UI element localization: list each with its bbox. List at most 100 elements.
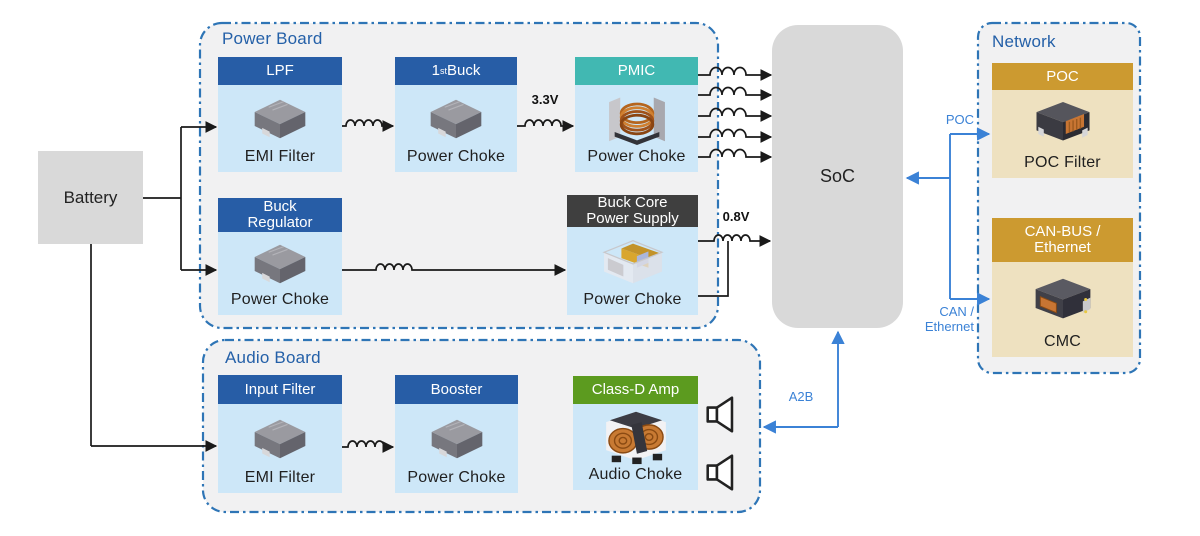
- pmic-header: PMIC: [575, 57, 698, 85]
- pmic-header-label: PMIC: [617, 62, 656, 79]
- audio-choke-image: [600, 409, 672, 465]
- emi-filter-image-wrap: [218, 85, 342, 148]
- can-ethernet-bus-label: CAN / Ethernet: [898, 304, 974, 334]
- first-buck-caption: Power Choke: [406, 148, 506, 165]
- class-d-amp-block: Class-D Amp Audio Choke: [573, 376, 698, 490]
- buck-regulator-header: Buck Regulator: [218, 198, 342, 232]
- can-bus-caption: CMC: [1043, 333, 1082, 350]
- battery-label: Battery: [63, 187, 118, 207]
- buck-regulator-header-line2: Regulator: [247, 214, 313, 231]
- poc-header-label: POC: [1046, 67, 1079, 85]
- first-buck-header-num: 1: [431, 62, 440, 79]
- pmic-caption: Power Choke: [587, 148, 686, 165]
- class-d-amp-header: Class-D Amp: [573, 376, 698, 404]
- wire-pmic-to-soc-2: [698, 86, 773, 101]
- emi-filter-image: [250, 414, 310, 463]
- speaker-icon: [704, 454, 738, 491]
- can-bus-block: CAN-BUS / Ethernet CMC: [992, 218, 1133, 357]
- power-choke-image: [250, 239, 310, 288]
- poc-header: POC: [992, 63, 1133, 90]
- emi-filter-image: [250, 94, 310, 143]
- can-bus-body: CMC: [992, 262, 1133, 357]
- lpf-caption: EMI Filter: [244, 148, 316, 165]
- wire-first-buck-to-pmic: [517, 119, 575, 132]
- booster-body: Power Choke: [395, 404, 518, 493]
- buck-core-choke-image: [592, 233, 674, 289]
- cmc-image: [1028, 274, 1098, 325]
- wire-pmic-to-soc-5: [698, 148, 773, 163]
- lpf-header: LPF: [218, 57, 342, 85]
- wire-lpf-to-first-buck: [342, 119, 395, 132]
- can-bus-header-line2: Ethernet: [1034, 239, 1091, 256]
- can-bus-header: CAN-BUS / Ethernet: [992, 218, 1133, 262]
- buck-core-header-line2: Power Supply: [586, 210, 679, 227]
- first-buck-header-sup: st: [439, 66, 447, 76]
- can-bus-label-line2: Ethernet: [924, 319, 974, 334]
- voltage-label-3v3: 3.3V: [531, 92, 559, 107]
- pmic-choke-image-wrap: [575, 85, 698, 148]
- booster-header-label: Booster: [430, 380, 483, 398]
- poc-caption: POC Filter: [1024, 154, 1101, 171]
- power-choke-image-wrap: [218, 232, 342, 291]
- input-filter-header-label: Input Filter: [244, 380, 316, 398]
- buck-core-block: Buck Core Power Supply Power Choke: [567, 195, 698, 315]
- audio-choke-image-wrap: [573, 404, 698, 466]
- booster-caption: Power Choke: [407, 469, 506, 486]
- buck-core-body: Power Choke: [567, 227, 698, 315]
- class-d-amp-caption: Audio Choke: [588, 466, 683, 483]
- voltage-label-0v8: 0.8V: [722, 209, 750, 224]
- wire-buck-regulator-to-buck-core: [342, 263, 567, 276]
- first-buck-header-rest: Buck: [447, 62, 481, 79]
- power-choke-image-wrap: [395, 85, 517, 148]
- a2b-bus-label: A2B: [788, 389, 814, 404]
- pmic-block: PMIC Power Choke: [575, 57, 698, 172]
- soc-box: SoC: [772, 25, 903, 328]
- input-filter-body: EMI Filter: [218, 404, 342, 493]
- poc-filter-image-wrap: [992, 90, 1133, 154]
- wire-pmic-to-soc-1: [698, 66, 773, 81]
- cmc-image-wrap: [992, 262, 1133, 333]
- network-board-title: Network: [992, 32, 1056, 51]
- wire-pmic-to-soc-3: [698, 107, 773, 122]
- input-filter-block: Input Filter EMI Filter: [218, 375, 342, 493]
- class-d-amp-header-label: Class-D Amp: [591, 381, 680, 398]
- speaker-icon: [704, 396, 738, 433]
- wire-buck-core-feedback: [698, 241, 729, 297]
- emi-filter-image-wrap: [218, 404, 342, 469]
- power-choke-image: [427, 414, 487, 463]
- buck-core-caption: Power Choke: [583, 291, 682, 308]
- pmic-body: Power Choke: [575, 85, 698, 172]
- booster-header: Booster: [395, 375, 518, 404]
- poc-block: POC POC Filter: [992, 63, 1133, 178]
- can-bus-label-line1: CAN /: [939, 304, 974, 319]
- power-board-title: Power Board: [222, 29, 323, 48]
- input-filter-caption: EMI Filter: [244, 469, 316, 486]
- buck-regulator-block: Buck Regulator Power Choke: [218, 198, 342, 315]
- pmic-choke-image: [603, 91, 671, 145]
- buck-core-header-line1: Buck Core: [597, 194, 668, 211]
- first-buck-body: Power Choke: [395, 85, 517, 172]
- buck-regulator-body: Power Choke: [218, 232, 342, 315]
- input-filter-header: Input Filter: [218, 375, 342, 404]
- lpf-block: LPF EMI Filter: [218, 57, 342, 172]
- class-d-amp-body: Audio Choke: [573, 404, 698, 490]
- booster-block: Booster Power Choke: [395, 375, 518, 493]
- can-bus-header-line1: CAN-BUS /: [1024, 223, 1101, 240]
- buck-regulator-caption: Power Choke: [230, 291, 330, 308]
- poc-body: POC Filter: [992, 90, 1133, 178]
- battery-box: Battery: [38, 151, 143, 244]
- lpf-header-label: LPF: [266, 62, 294, 79]
- buck-core-choke-image-wrap: [567, 227, 698, 291]
- audio-board-title: Audio Board: [225, 348, 321, 367]
- poc-bus-label: POC: [945, 112, 974, 127]
- buck-regulator-header-line1: Buck: [263, 198, 297, 215]
- poc-filter-image: [1031, 99, 1095, 149]
- wire-buck-core-to-soc: [698, 234, 772, 247]
- lpf-body: EMI Filter: [218, 85, 342, 172]
- wire-pmic-to-soc-4: [698, 128, 773, 143]
- power-choke-image: [426, 94, 486, 143]
- soc-label: SoC: [819, 166, 855, 186]
